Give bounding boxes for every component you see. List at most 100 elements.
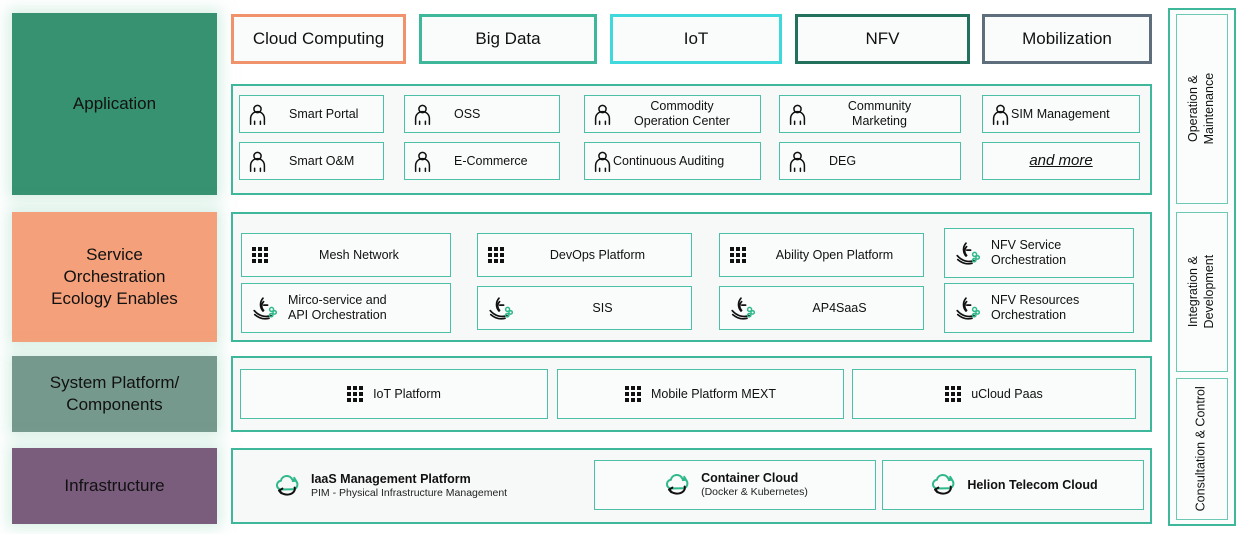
service-item-label: SIS [592, 300, 613, 315]
category-chip-nfv[interactable]: NFV [795, 14, 970, 64]
person-icon [788, 151, 807, 172]
application-item[interactable]: E-Commerce [404, 142, 560, 180]
orchestration-icon [955, 241, 981, 265]
category-chip-label: NFV [865, 29, 900, 48]
infrastructure-item-text: Container Cloud (Docker & Kubernetes) [701, 471, 808, 499]
application-item-label: OSS [454, 106, 481, 121]
infrastructure-item-subtitle: (Docker & Kubernetes) [701, 486, 808, 499]
lifecycle-panel-label: Consultation & Control [1194, 386, 1209, 512]
layer-label-text: Infrastructure [64, 476, 165, 496]
category-chip-label: Cloud Computing [252, 29, 385, 48]
platform-item-label: uCloud Paas [971, 386, 1043, 401]
platform-item[interactable]: Mobile Platform MEXT [557, 369, 844, 419]
application-item[interactable]: OSS [404, 95, 560, 133]
application-item-label: DEG [829, 153, 857, 168]
orchestration-icon [252, 296, 278, 320]
lifecycle-panel-label: Operation &Maintenance [1186, 73, 1217, 145]
infrastructure-item-subtitle: PIM - Physical Infrastructure Management [311, 487, 508, 500]
dot-grid-icon [624, 386, 641, 402]
orchestration-icon [730, 296, 756, 320]
infrastructure-item[interactable]: Container Cloud (Docker & Kubernetes) [594, 460, 876, 510]
lifecycle-panel[interactable]: Integration &Development [1176, 212, 1228, 372]
dot-grid-icon [252, 247, 268, 263]
infrastructure-item-title: IaaS Management Platform [311, 472, 471, 487]
cloud-icon [272, 473, 302, 499]
platform-item[interactable]: uCloud Paas [852, 369, 1136, 419]
application-item-label: Continuous Auditing [613, 153, 725, 168]
service-item[interactable]: SIS [477, 286, 692, 330]
service-item-label: Mesh Network [319, 247, 399, 262]
category-chip-iot[interactable]: IoT [610, 14, 782, 64]
infrastructure-item-title: Container Cloud [701, 471, 799, 486]
application-item[interactable]: Continuous Auditing [584, 142, 761, 180]
person-icon [788, 104, 807, 125]
person-icon [593, 104, 612, 125]
platform-item-label: IoT Platform [373, 386, 441, 401]
orchestration-icon [488, 296, 514, 320]
layer-label-text: Application [72, 94, 157, 114]
person-icon [991, 104, 1010, 125]
service-item[interactable]: Mesh Network [241, 233, 451, 277]
application-item[interactable]: Smart Portal [239, 95, 384, 133]
person-icon [413, 151, 432, 172]
cloud-icon [928, 472, 958, 498]
application-item[interactable]: Smart O&M [239, 142, 384, 180]
service-item[interactable]: DevOps Platform [477, 233, 692, 277]
application-item-label: Smart O&M [289, 153, 355, 168]
person-icon [593, 151, 612, 172]
layer-label-system-platform: System Platform/Components [12, 356, 217, 432]
lifecycle-panel-label: Integration &Development [1186, 255, 1216, 329]
lifecycle-panel[interactable]: Consultation & Control [1176, 378, 1228, 520]
application-item[interactable]: DEG [779, 142, 961, 180]
service-item-label: DevOps Platform [549, 247, 646, 262]
infrastructure-item[interactable]: IaaS Management Platform PIM - Physical … [272, 462, 577, 510]
person-icon [248, 151, 267, 172]
service-item[interactable]: Ability Open Platform [719, 233, 924, 277]
layer-label-infrastructure: Infrastructure [12, 448, 217, 524]
service-item-label: AP4SaaS [812, 300, 867, 315]
service-item[interactable]: AP4SaaS [719, 286, 924, 330]
dot-grid-icon [488, 247, 504, 263]
category-chip-mobilization[interactable]: Mobilization [982, 14, 1152, 64]
application-item-label: Smart Portal [289, 106, 359, 121]
infrastructure-item-text: Helion Telecom Cloud [967, 478, 1097, 493]
orchestration-icon [955, 296, 981, 320]
application-item[interactable]: and more [982, 142, 1140, 180]
category-chip-cloud-computing[interactable]: Cloud Computing [231, 14, 406, 64]
person-icon [248, 104, 267, 125]
infrastructure-item-text: IaaS Management Platform PIM - Physical … [311, 472, 507, 500]
layer-label-application: Application [12, 13, 217, 195]
application-item-label: and more [1029, 152, 1093, 169]
category-chip-label: Big Data [475, 29, 541, 48]
person-icon [413, 104, 432, 125]
application-item-label: E-Commerce [454, 153, 528, 168]
platform-item-label: Mobile Platform MEXT [650, 386, 777, 401]
dot-grid-icon [945, 386, 962, 402]
dot-grid-icon [730, 247, 746, 263]
dot-grid-icon [347, 386, 364, 402]
lifecycle-panel[interactable]: Operation &Maintenance [1176, 14, 1228, 204]
infrastructure-item[interactable]: Helion Telecom Cloud [882, 460, 1144, 510]
category-chip-label: IoT [683, 29, 709, 48]
category-chip-big-data[interactable]: Big Data [419, 14, 597, 64]
service-item-label: Ability Open Platform [775, 247, 894, 262]
category-chip-label: Mobilization [1022, 29, 1112, 48]
cloud-icon [662, 472, 692, 498]
application-item[interactable]: SIM Management [982, 95, 1140, 133]
platform-item[interactable]: IoT Platform [240, 369, 548, 419]
layer-label-text: System Platform/Components [49, 373, 180, 414]
application-item-label: SIM Management [1011, 106, 1110, 121]
